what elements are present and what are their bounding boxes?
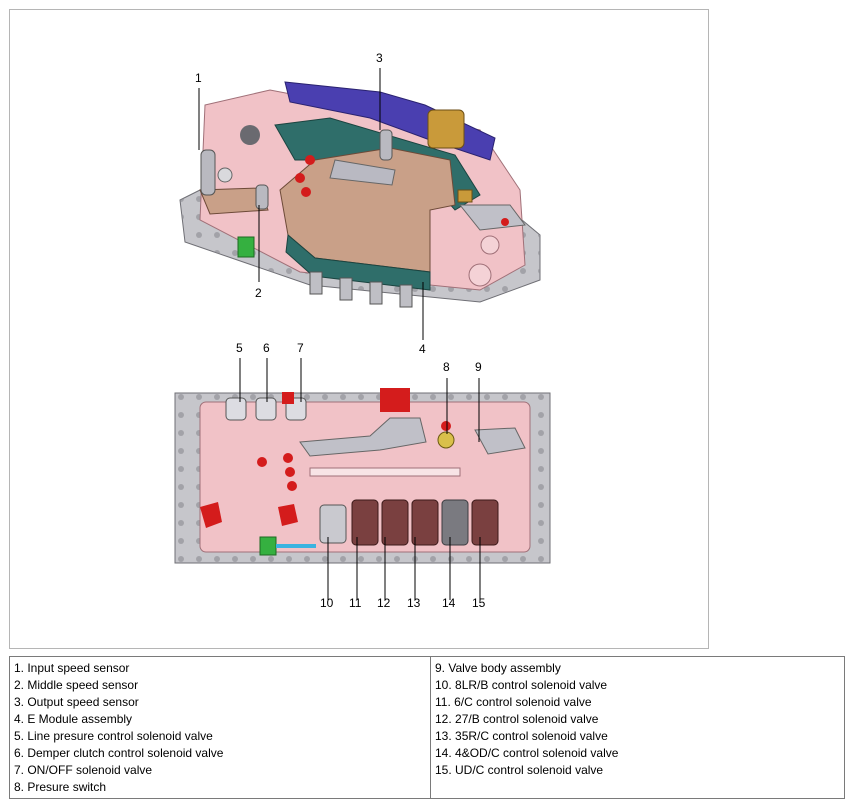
- valve-body-plan-view: [174, 388, 551, 564]
- legend-item: 13. 35R/C control solenoid valve: [435, 729, 608, 743]
- legend-item: 7. ON/OFF solenoid valve: [14, 763, 153, 777]
- legend-left-column: 1. Input speed sensor 2. Middle speed se…: [9, 656, 431, 799]
- valve-body-isometric-view: [179, 81, 541, 308]
- figure-frame: 1 2 3 4 5 6 7 8 9 10 11 12 13 14 15: [9, 9, 709, 649]
- legend-item: 1. Input speed sensor: [14, 661, 130, 675]
- legend-item: 12. 27/B control solenoid valve: [435, 712, 599, 726]
- callout-3: 3: [376, 51, 383, 65]
- callout-4: 4: [419, 342, 426, 356]
- legend-item: 4. E Module assembly: [14, 712, 133, 726]
- callout-1: 1: [195, 71, 202, 85]
- callout-15: 15: [472, 596, 486, 610]
- callout-6: 6: [263, 341, 270, 355]
- top-callout-lines: [198, 68, 424, 340]
- callout-14: 14: [442, 596, 456, 610]
- legend-item: 14. 4&OD/C control solenoid valve: [435, 746, 619, 760]
- legend-item: 3. Output speed sensor: [14, 695, 139, 709]
- legend-item: 15. UD/C control solenoid valve: [435, 763, 604, 777]
- legend-item: 5. Line presure control solenoid valve: [14, 729, 213, 743]
- callout-11: 11: [349, 596, 362, 610]
- legend-item: 6. Demper clutch control solenoid valve: [14, 746, 224, 760]
- callout-5: 5: [236, 341, 243, 355]
- legend-item: 8. Presure switch: [14, 780, 107, 794]
- legend-item: 2. Middle speed sensor: [14, 678, 139, 692]
- callout-8: 8: [443, 360, 450, 374]
- callout-12: 12: [377, 596, 391, 610]
- callout-10: 10: [320, 596, 334, 610]
- callout-7: 7: [297, 341, 304, 355]
- parts-legend-table: 1. Input speed sensor 2. Middle speed se…: [9, 656, 845, 799]
- callout-13: 13: [407, 596, 421, 610]
- bottom-callout-lines: [239, 358, 481, 600]
- callout-9: 9: [475, 360, 482, 374]
- callout-numbers: 1 2 3 4 5 6 7 8 9 10 11 12 13 14 15: [195, 51, 486, 610]
- valve-body-diagram: 1 2 3 4 5 6 7 8 9 10 11 12 13 14 15: [174, 51, 551, 610]
- callout-2: 2: [255, 286, 262, 300]
- legend-item: 11. 6/C control solenoid valve: [435, 695, 592, 709]
- legend-right-column: 9. Valve body assembly 10. 8LR/B control…: [430, 656, 845, 799]
- legend-item: 9. Valve body assembly: [435, 661, 561, 675]
- legend-item: 10. 8LR/B control solenoid valve: [435, 678, 608, 692]
